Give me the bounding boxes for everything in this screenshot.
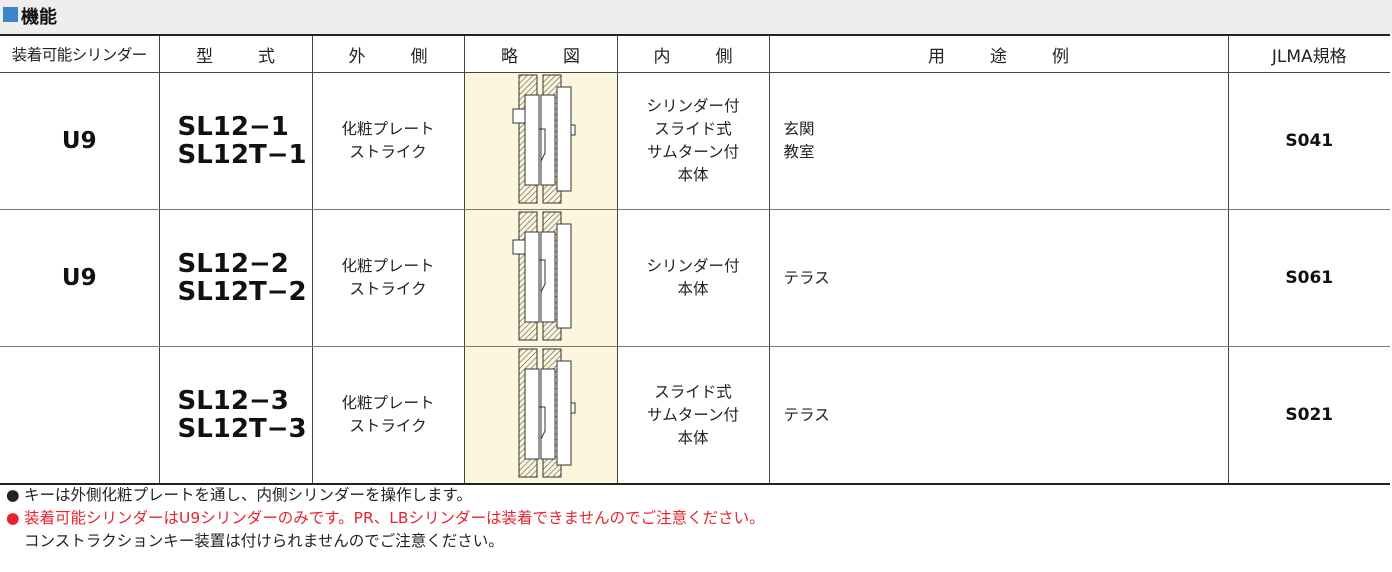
note-text: キーは外側化粧プレートを通し、内側シリンダーを操作します。 <box>24 486 472 504</box>
outer-line: 化粧プレート <box>341 120 435 138</box>
inner-cell: シリンダー付 スライド式 サムターン付 本体 <box>616 72 769 210</box>
model-name: SL12−2 <box>177 249 289 279</box>
lock-diagram-icon <box>518 348 575 478</box>
jlma-cell: S061 <box>1227 209 1390 347</box>
section-marker-icon <box>3 7 18 22</box>
use-line: 教室 <box>783 143 815 161</box>
header-jlma: JLMA規格 <box>1227 34 1390 73</box>
use-line: テラス <box>783 405 830 424</box>
cylinder-cell <box>0 346 159 485</box>
note-item-warning: ●装着可能シリンダーはU9シリンダーのみです。PR、LBシリンダーは装着できませ… <box>6 507 1386 530</box>
header-diagram: 略 図 <box>463 34 617 73</box>
model-name-t: SL12T−1 <box>177 140 307 170</box>
header-cylinder: 装着可能シリンダー <box>0 34 159 73</box>
jlma-cell: S021 <box>1227 346 1390 485</box>
outer-line: 化粧プレート <box>341 257 435 275</box>
use-cell: 玄関 教室 <box>768 72 1228 210</box>
outer-cell: 化粧プレート ストライク <box>311 346 464 485</box>
outer-cell: 化粧プレート ストライク <box>311 72 464 210</box>
header-outer: 外 側 <box>311 34 464 73</box>
model-name: SL12−3 <box>177 386 289 416</box>
lock-diagram-icon <box>512 211 571 341</box>
notes-list: ●キーは外側化粧プレートを通し、内側シリンダーを操作します。 ●装着可能シリンダ… <box>6 484 1386 553</box>
inner-line: 本体 <box>677 280 709 298</box>
use-cell: テラス <box>768 209 1228 347</box>
outer-line: 化粧プレート <box>341 394 435 412</box>
note-text: 装着可能シリンダーはU9シリンダーのみです。PR、LBシリンダーは装着できません… <box>24 509 765 527</box>
inner-line: 本体 <box>677 166 709 184</box>
model-name: SL12−1 <box>177 112 289 142</box>
inner-line: スライド式 <box>654 382 732 401</box>
diagram-cell <box>463 209 617 347</box>
model-name-t: SL12T−2 <box>177 277 307 307</box>
spec-table: 装着可能シリンダー 型 式 外 側 略 図 内 側 用 途 例 JLMA規格 U… <box>0 34 1390 485</box>
table-header-row: 装着可能シリンダー 型 式 外 側 略 図 内 側 用 途 例 JLMA規格 <box>0 34 1390 73</box>
bullet-icon: ● <box>6 486 20 504</box>
model-cell: SL12−1 SL12T−1 <box>158 72 312 210</box>
model-cell: SL12−3 SL12T−3 <box>158 346 312 485</box>
cylinder-cell: U9 <box>0 209 159 347</box>
section-header: 機能 <box>0 0 1392 34</box>
note-item: コンストラクションキー装置は付けられませんのでご注意ください。 <box>6 530 1386 553</box>
inner-line: シリンダー付 <box>646 97 740 115</box>
header-use: 用 途 例 <box>768 34 1228 73</box>
lock-diagram-icon <box>512 74 575 204</box>
outer-cell: 化粧プレート ストライク <box>311 209 464 347</box>
diagram-cell <box>463 346 617 485</box>
table-row: U9 SL12−2 SL12T−2 化粧プレート ストライク <box>0 209 1390 347</box>
note-item: ●キーは外側化粧プレートを通し、内側シリンダーを操作します。 <box>6 484 1386 507</box>
outer-line: ストライク <box>349 280 427 298</box>
model-name-t: SL12T−3 <box>177 414 307 444</box>
inner-line: シリンダー付 <box>646 257 740 275</box>
inner-cell: スライド式 サムターン付 本体 <box>616 346 769 485</box>
use-line: テラス <box>783 268 830 287</box>
inner-cell: シリンダー付 本体 <box>616 209 769 347</box>
inner-line: スライド式 <box>654 120 732 138</box>
header-model: 型 式 <box>158 34 312 73</box>
header-inner: 内 側 <box>616 34 769 73</box>
table-row: U9 SL12−1 SL12T−1 化粧プレート ストライク <box>0 72 1390 210</box>
inner-line: サムターン付 <box>647 405 739 424</box>
diagram-cell <box>463 72 617 210</box>
inner-line: サムターン付 <box>647 143 739 161</box>
jlma-cell: S041 <box>1227 72 1390 210</box>
table-row: SL12−3 SL12T−3 化粧プレート ストライク <box>0 346 1390 485</box>
bullet-icon: ● <box>6 509 20 527</box>
outer-line: ストライク <box>349 143 427 161</box>
outer-line: ストライク <box>349 417 427 435</box>
inner-line: 本体 <box>677 428 709 447</box>
use-line: 玄関 <box>783 120 815 138</box>
cylinder-cell: U9 <box>0 72 159 210</box>
section-title: 機能 <box>21 7 57 28</box>
use-cell: テラス <box>768 346 1228 485</box>
model-cell: SL12−2 SL12T−2 <box>158 209 312 347</box>
note-text: コンストラクションキー装置は付けられませんのでご注意ください。 <box>24 532 504 550</box>
